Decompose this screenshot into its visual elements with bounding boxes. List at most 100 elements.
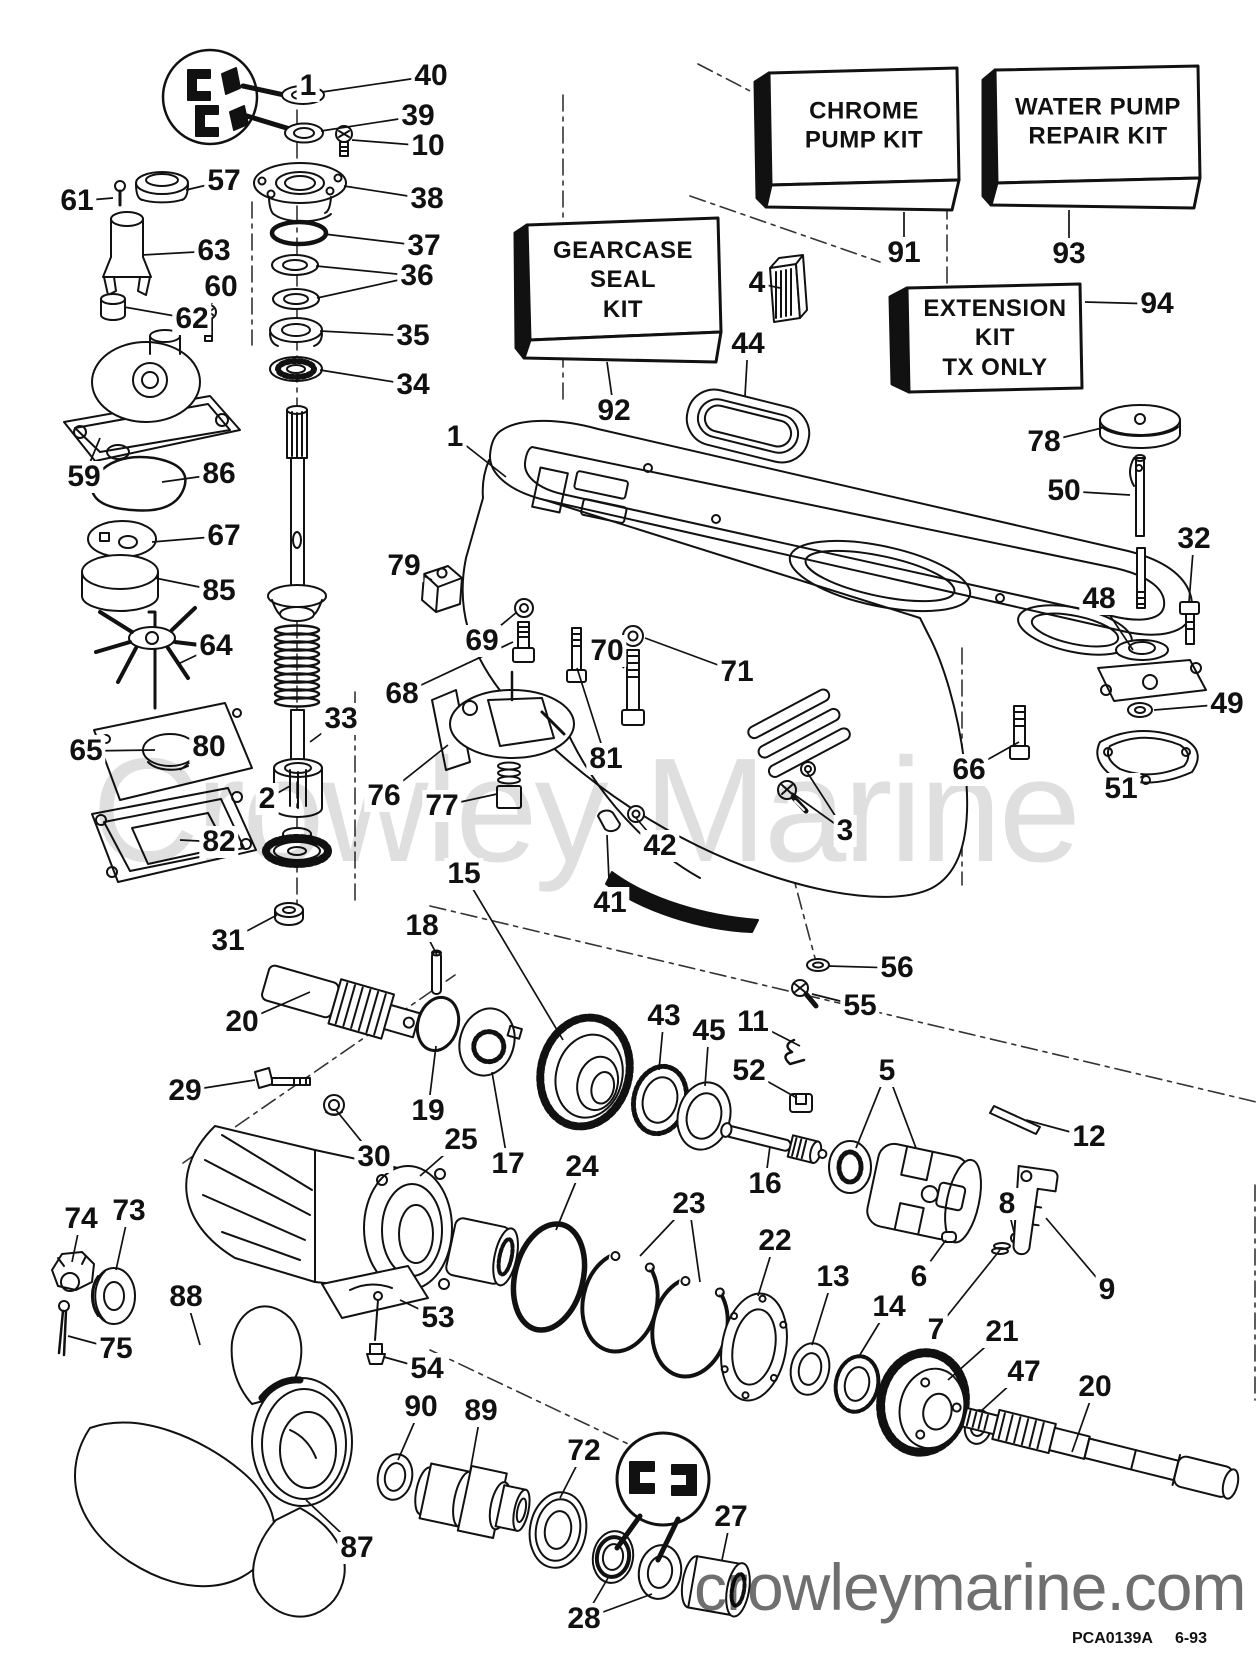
part-callout-76: 76 bbox=[364, 780, 404, 812]
part-callout-72: 72 bbox=[564, 1435, 604, 1467]
part-callout-79: 79 bbox=[384, 550, 424, 582]
driveshaft-assembly bbox=[262, 405, 332, 926]
part-callout-5: 5 bbox=[875, 1055, 899, 1087]
part-callout-8: 8 bbox=[995, 1188, 1019, 1220]
part-callout-64: 64 bbox=[196, 630, 236, 662]
part-callout-31: 31 bbox=[208, 925, 248, 957]
kit-box-extension bbox=[888, 282, 1084, 394]
part-callout-4: 4 bbox=[745, 267, 769, 299]
part-callout-45: 45 bbox=[689, 1015, 729, 1047]
part-callout-59: 59 bbox=[64, 461, 104, 493]
part-callout-65: 65 bbox=[66, 735, 106, 767]
part-callout-22: 22 bbox=[755, 1225, 795, 1257]
kit-label-line: EXTENSION bbox=[923, 295, 1067, 323]
part-callout-94: 94 bbox=[1137, 288, 1177, 320]
part-callout-43: 43 bbox=[644, 1000, 684, 1032]
retainer-clip-detail-circle bbox=[161, 48, 306, 146]
kit-label-line: GEARCASE bbox=[552, 237, 694, 265]
part-callout-11: 11 bbox=[734, 1006, 772, 1038]
part-callout-29: 29 bbox=[165, 1075, 205, 1107]
kit-box-label-water-pump-repair: WATER PUMP REPAIR KIT bbox=[1015, 93, 1181, 152]
part-callout-7: 7 bbox=[924, 1314, 948, 1346]
part-callout-9: 9 bbox=[1095, 1274, 1119, 1306]
part-callout-35: 35 bbox=[393, 320, 433, 352]
doc-code-text: PCA0139A bbox=[1072, 1630, 1153, 1647]
part-callout-73: 73 bbox=[109, 1195, 149, 1227]
dowel-pin bbox=[431, 949, 442, 995]
part-callout-90: 90 bbox=[401, 1391, 441, 1423]
part-callout-70: 70 bbox=[587, 635, 627, 667]
part-callout-56: 56 bbox=[877, 952, 917, 984]
kit-label-line: PUMP KIT bbox=[804, 127, 924, 154]
part-callout-50: 50 bbox=[1044, 475, 1084, 507]
kit-box-label-chrome-pump: CHROME PUMP KIT bbox=[805, 97, 923, 156]
part-callout-39: 39 bbox=[398, 100, 438, 132]
part-callout-34: 34 bbox=[393, 369, 433, 401]
part-callout-48: 48 bbox=[1079, 583, 1119, 615]
part-callout-24: 24 bbox=[562, 1151, 602, 1183]
part-callout-27: 27 bbox=[711, 1501, 751, 1533]
kit-label-line: TX ONLY bbox=[942, 353, 1048, 381]
kit-box-label-gearcase-seal: GEARCASE SEAL KIT bbox=[553, 236, 693, 324]
kit-label-line: SEAL bbox=[589, 266, 656, 294]
part-callout-47: 47 bbox=[1004, 1356, 1044, 1388]
part-callout-93: 93 bbox=[1049, 238, 1089, 270]
part-callout-81: 81 bbox=[586, 743, 626, 775]
part-callout-80: 80 bbox=[189, 731, 229, 763]
part-callout-82: 82 bbox=[199, 826, 239, 858]
part-callout-15: 15 bbox=[444, 858, 484, 890]
prop-shaft-parts bbox=[445, 1217, 1240, 1500]
part-callout-51: 51 bbox=[1101, 773, 1141, 805]
part-callout-89: 89 bbox=[461, 1395, 501, 1427]
part-callout-32: 32 bbox=[1174, 523, 1214, 555]
kit-box-water-pump-repair bbox=[981, 64, 1202, 210]
part-callout-1: 1 bbox=[443, 421, 467, 453]
part-callout-63: 63 bbox=[194, 235, 234, 267]
part-callout-20: 20 bbox=[222, 1006, 262, 1038]
kit-label-line: CHROME bbox=[809, 97, 919, 125]
shift-rod-group bbox=[1096, 404, 1207, 785]
part-callout-37: 37 bbox=[404, 230, 444, 262]
part-callout-33: 33 bbox=[321, 703, 361, 735]
part-callout-91: 91 bbox=[884, 237, 924, 269]
bearing-carrier-cluster bbox=[185, 1067, 453, 1365]
impeller-group bbox=[81, 455, 257, 883]
part-callout-18: 18 bbox=[402, 910, 442, 942]
kit-box-gearcase-seal bbox=[513, 216, 723, 364]
part-callout-74: 74 bbox=[61, 1203, 101, 1235]
part-callout-71: 71 bbox=[717, 656, 757, 688]
part-callout-2: 2 bbox=[255, 783, 279, 815]
part-callout-14: 14 bbox=[869, 1291, 909, 1323]
part-callout-36: 36 bbox=[397, 260, 437, 292]
part-callout-66: 66 bbox=[949, 754, 989, 786]
kit-label-line: KIT bbox=[974, 324, 1016, 352]
part-callout-10: 10 bbox=[408, 130, 448, 162]
part-callout-87: 87 bbox=[337, 1532, 377, 1564]
water-pump-column bbox=[63, 171, 241, 462]
kit-label-line: REPAIR KIT bbox=[1028, 123, 1168, 150]
propshaft-seal-group bbox=[376, 1431, 751, 1618]
part-callout-20: 20 bbox=[1075, 1371, 1115, 1403]
part-callout-69: 69 bbox=[462, 625, 502, 657]
part-callout-3: 3 bbox=[833, 815, 857, 847]
part-callout-44: 44 bbox=[728, 328, 768, 360]
part-callout-77: 77 bbox=[422, 790, 462, 822]
site-url-watermark: crowleymarine.com bbox=[694, 1550, 1246, 1624]
upper-seal-stack bbox=[253, 85, 353, 382]
part-callout-53: 53 bbox=[418, 1302, 458, 1334]
part-callout-40: 40 bbox=[411, 60, 451, 92]
part-callout-92: 92 bbox=[594, 395, 634, 427]
part-callout-28: 28 bbox=[564, 1603, 604, 1635]
part-callout-60: 60 bbox=[201, 271, 241, 303]
part-callout-21: 21 bbox=[982, 1316, 1022, 1348]
part-callout-30: 30 bbox=[354, 1141, 394, 1173]
part-callout-1: 1 bbox=[296, 70, 320, 102]
part-callout-57: 57 bbox=[204, 165, 244, 197]
part-callout-68: 68 bbox=[382, 678, 422, 710]
part-callout-85: 85 bbox=[199, 575, 239, 607]
part-callout-62: 62 bbox=[172, 303, 212, 335]
center-fasteners bbox=[431, 598, 1030, 809]
part-callout-67: 67 bbox=[204, 520, 244, 552]
part-callout-75: 75 bbox=[96, 1333, 136, 1365]
